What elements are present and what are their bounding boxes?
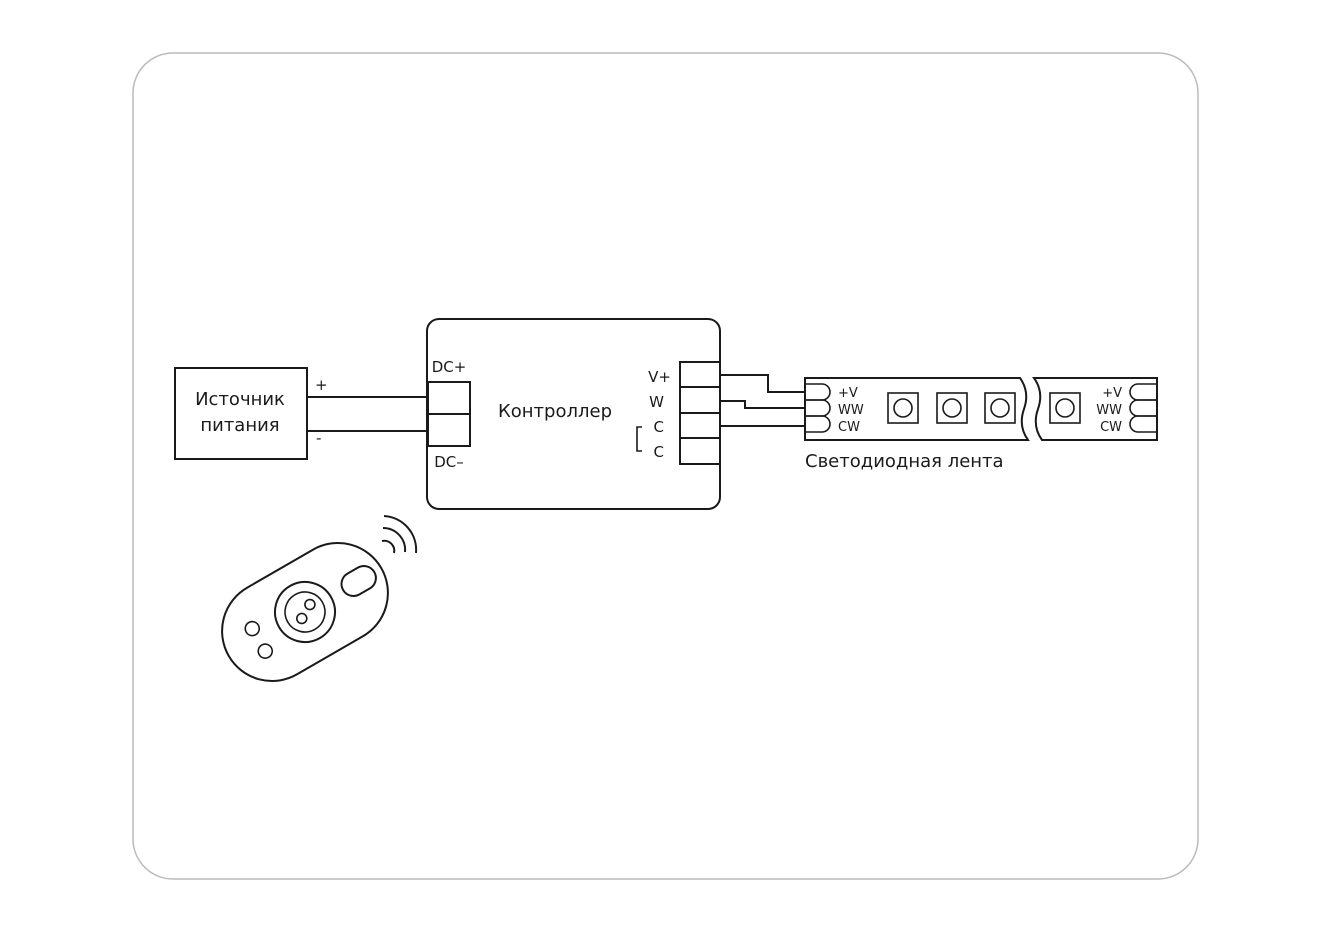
c-bridge — [636, 426, 642, 452]
dc-plus-label: DC+ — [432, 358, 467, 376]
led-chip-icons — [887, 392, 1081, 424]
power-supply: Источник питания + - — [174, 367, 328, 460]
dc-minus-label: DC– — [434, 453, 464, 471]
out-label-vplus: V+ — [648, 368, 671, 386]
wireless-signal-icon — [381, 515, 418, 554]
pad-right-cw: CW — [1100, 420, 1122, 435]
plus-label: + — [315, 376, 328, 394]
power-supply-label-1: Источник — [195, 389, 285, 410]
minus-label: - — [316, 429, 321, 447]
strip-label: Светодиодная лента — [805, 451, 1004, 472]
frame — [132, 52, 1199, 880]
controller: DC+ DC– Контроллер V+ W C C — [426, 318, 721, 510]
output-wires — [720, 374, 805, 427]
controller-label: Контроллер — [498, 401, 612, 422]
pad-right-vplus: +V — [1102, 386, 1122, 401]
pad-right-ww: WW — [1096, 403, 1122, 418]
power-wires — [307, 396, 428, 432]
out-label-c2: C — [654, 443, 664, 461]
pad-left-vplus: +V — [838, 386, 858, 401]
pad-left-cw: CW — [838, 420, 860, 435]
pad-left-ww: WW — [838, 403, 864, 418]
out-label-c1: C — [654, 418, 664, 436]
touch-remote-icon — [221, 542, 389, 682]
led-strip: +V WW CW +V WW CW Светодиодная лента — [804, 377, 1158, 472]
out-label-w: W — [649, 393, 664, 411]
power-supply-label-2: питания — [200, 415, 279, 436]
